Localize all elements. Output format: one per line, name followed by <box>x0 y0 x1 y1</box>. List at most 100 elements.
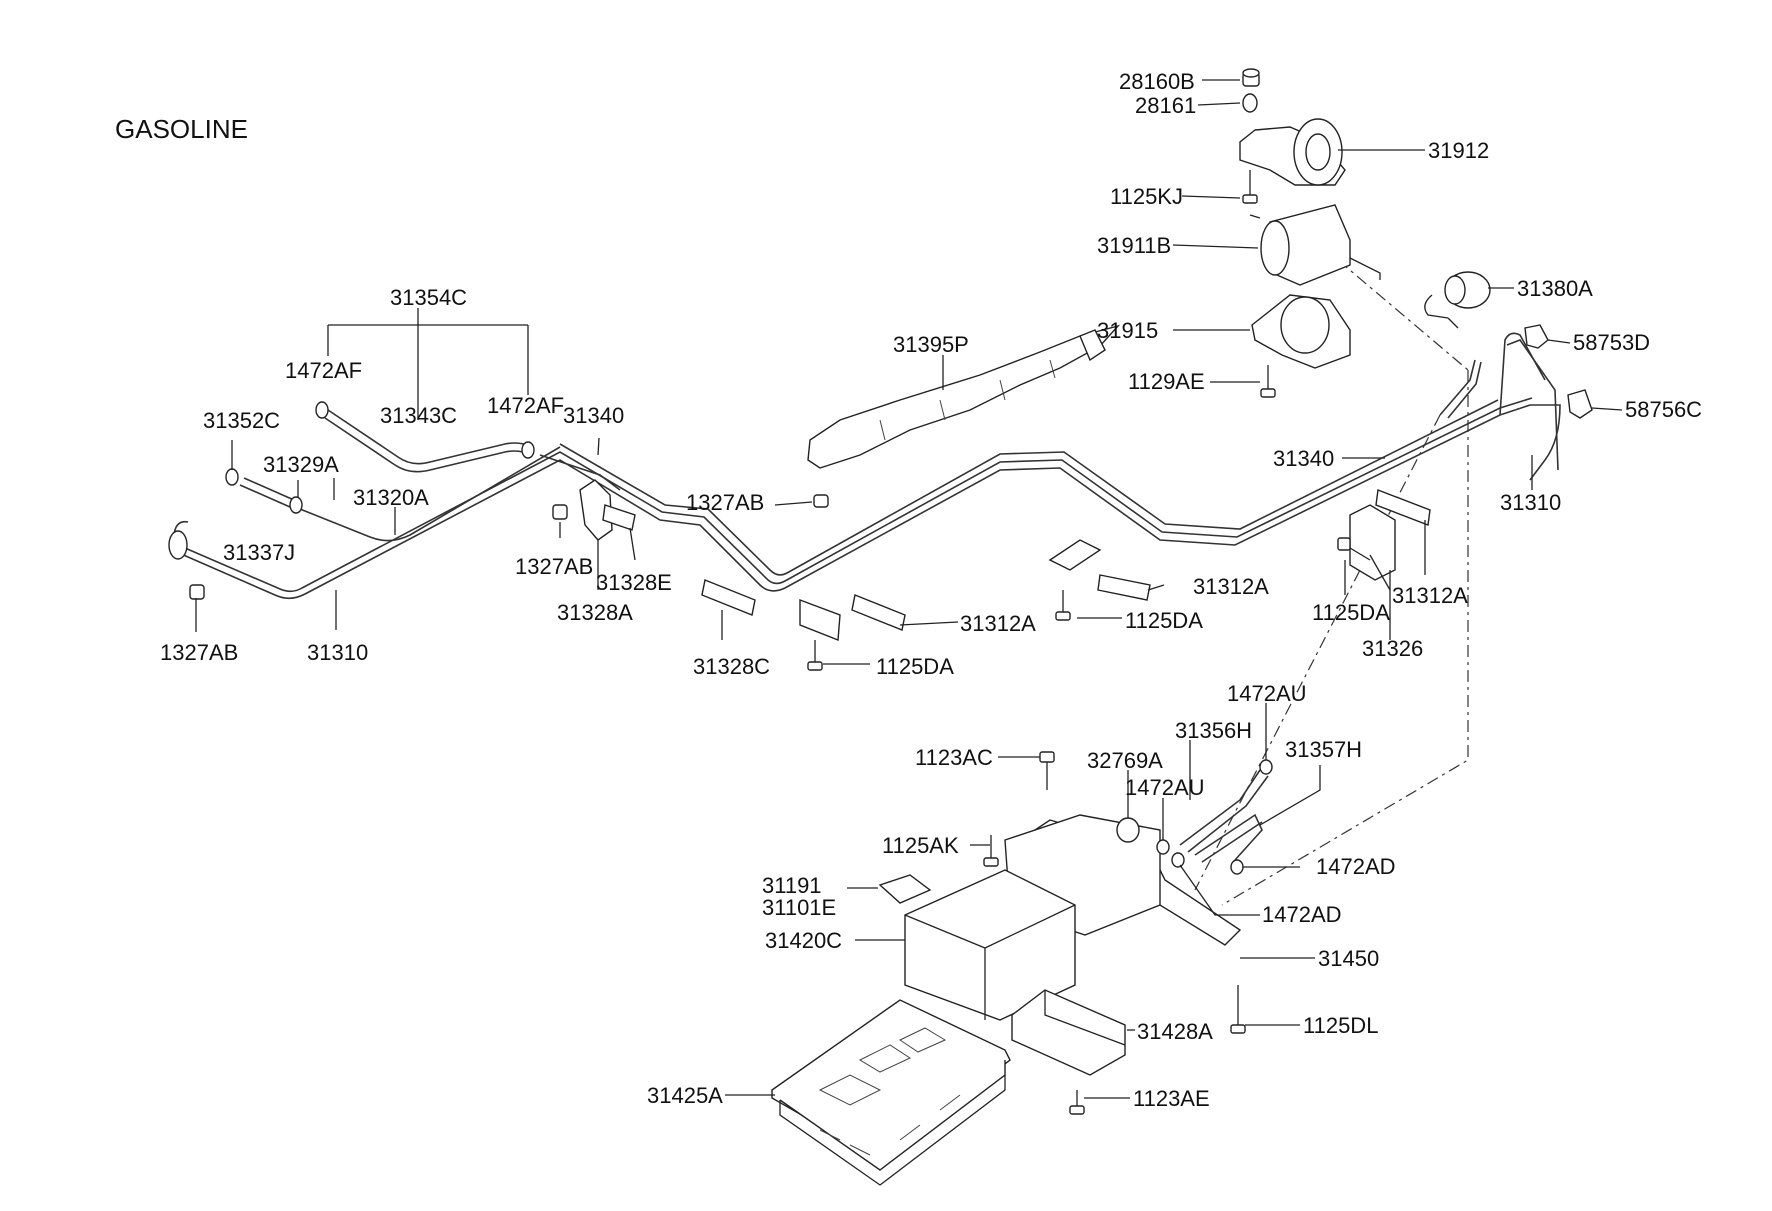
label-31395p: 31395P <box>893 332 969 357</box>
nut-1327ab-center <box>813 494 829 508</box>
label-32769a: 32769A <box>1087 748 1163 773</box>
diagram-title: GASOLINE <box>115 114 248 144</box>
bracket-31328a <box>579 479 613 541</box>
label-28161: 28161 <box>1135 93 1196 118</box>
label-1125ak: 1125AK <box>882 833 959 858</box>
label-1125kj: 1125KJ <box>1110 184 1183 209</box>
part-labels: 28160B 28161 31912 1125KJ 31911B 31380A … <box>160 69 1702 1111</box>
clamp-1472au-1 <box>1259 759 1273 775</box>
clamp-1472af-1 <box>315 401 329 419</box>
label-31380a: 31380A <box>1517 276 1593 301</box>
bolt-1125kj <box>1242 170 1258 204</box>
heat-shield-31395p <box>807 324 1121 469</box>
label-1123ac: 1123AC <box>915 745 993 770</box>
canister-31420c <box>904 869 1076 1021</box>
label-31320a: 31320A <box>353 485 429 510</box>
label-31328c: 31328C <box>693 654 770 679</box>
bolt-1123ac <box>1039 751 1055 790</box>
filter-bracket-31912 <box>1239 118 1346 186</box>
bolt-1125da-1 <box>807 640 823 671</box>
clip-58756c <box>1567 389 1593 419</box>
label-1472ad-right: 1472AD <box>1316 854 1396 879</box>
label-31310-left: 31310 <box>307 640 368 665</box>
fuel-filter-31911b <box>1249 204 1381 286</box>
clamp-1472ad-2 <box>1171 852 1185 868</box>
label-31354c: 31354C <box>390 285 467 310</box>
label-31101e: 31101E <box>762 895 836 920</box>
cover-31428a <box>1011 989 1126 1076</box>
hose-31356h <box>1179 769 1269 853</box>
nut-1327ab-far-left <box>189 584 205 600</box>
clip-31328e <box>602 504 636 531</box>
label-31329a: 31329A <box>263 452 339 477</box>
label-31356h: 31356H <box>1175 718 1252 743</box>
label-1327ab-center: 1327AB <box>686 490 764 515</box>
label-1125da-center: 1125DA <box>1125 608 1203 633</box>
label-31357h: 31357H <box>1285 737 1362 762</box>
label-1125da-left: 1125DA <box>876 654 954 679</box>
label-31915: 31915 <box>1097 318 1158 343</box>
nut-28160b <box>1242 68 1260 87</box>
clamp-1472au-2 <box>1156 839 1170 855</box>
label-1472af-1: 1472AF <box>285 358 362 383</box>
bracket-31326 <box>1349 504 1396 581</box>
label-31911b: 31911B <box>1097 233 1171 258</box>
bolt-1125da-2 <box>1055 590 1071 621</box>
bolt-1123ae <box>1069 1090 1085 1115</box>
label-1327ab-left: 1327AB <box>515 554 593 579</box>
valve-31380a <box>1424 271 1491 329</box>
leader-lines <box>195 79 1623 1099</box>
label-1472ad-lower: 1472AD <box>1262 902 1342 927</box>
label-31191: 31191 <box>762 873 822 898</box>
label-31343c: 31343C <box>380 403 457 428</box>
hose-31357h <box>1194 813 1263 863</box>
label-1472au-top: 1472AU <box>1227 681 1307 706</box>
clamp-1472af-2 <box>521 441 535 459</box>
label-31328a: 31328A <box>557 600 633 625</box>
label-31428a: 31428A <box>1137 1019 1213 1044</box>
clamp-1472ad-1 <box>1230 859 1244 875</box>
bolt-1125da-3 <box>1337 537 1371 561</box>
label-31340-right: 31340 <box>1273 446 1334 471</box>
filter-bracket-31915 <box>1251 294 1351 369</box>
cap-28161 <box>1242 93 1258 113</box>
label-1125dl: 1125DL <box>1303 1013 1378 1038</box>
label-31340-left: 31340 <box>563 403 624 428</box>
clamp-31329a <box>289 496 303 514</box>
bolt-1125ak <box>983 835 999 867</box>
dashed-connectors <box>1194 259 1469 906</box>
filter-pad-31191 <box>878 874 932 904</box>
clip-58753d <box>1524 324 1549 349</box>
label-31326: 31326 <box>1362 636 1423 661</box>
label-1129ae: 1129AE <box>1128 369 1205 394</box>
tray-31425a <box>771 999 1011 1186</box>
label-1472af-2: 1472AF <box>487 393 564 418</box>
label-1125da-right: 1125DA <box>1312 600 1390 625</box>
label-31912: 31912 <box>1428 138 1489 163</box>
label-1123ae: 1123AE <box>1133 1086 1210 1111</box>
clip-31328c <box>701 579 756 616</box>
bolt-1129ae <box>1260 365 1276 398</box>
label-31352c: 31352C <box>203 408 280 433</box>
label-31312a-center: 31312A <box>1193 574 1269 599</box>
label-31310-right: 31310 <box>1500 490 1561 515</box>
label-1472au-middle: 1472AU <box>1125 775 1205 800</box>
label-31337j: 31337J <box>223 540 295 565</box>
label-28160b: 28160B <box>1119 69 1195 94</box>
clip-31312a-2 <box>1048 539 1151 601</box>
clip-31312a-3 <box>1375 489 1431 526</box>
label-31450: 31450 <box>1318 946 1379 971</box>
clamp-31352c <box>225 468 239 486</box>
label-31328e: 31328E <box>596 570 672 595</box>
nut-1327ab-left <box>552 504 568 520</box>
label-31312a-left: 31312A <box>960 611 1036 636</box>
clip-31312a-1 <box>799 594 906 641</box>
label-31420c: 31420C <box>765 928 842 953</box>
label-31312a-right: 31312A <box>1392 583 1468 608</box>
label-31425a: 31425A <box>647 1083 723 1108</box>
grommet-32769a <box>1116 817 1140 843</box>
bolt-1125dl <box>1230 985 1246 1034</box>
label-1327ab-far-left: 1327AB <box>160 640 238 665</box>
label-58753d: 58753D <box>1573 330 1650 355</box>
